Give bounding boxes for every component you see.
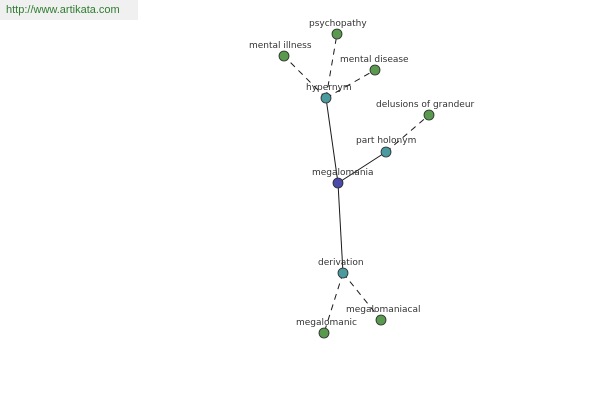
node-label-psychopathy: psychopathy	[309, 19, 367, 29]
node-megalomania[interactable]	[332, 177, 344, 189]
node-part-holonym[interactable]	[380, 146, 392, 158]
node-label-megalomanic: megalomanic	[296, 318, 357, 328]
edge-megalomania-to-derivation	[337, 182, 344, 274]
watermark-url: http://www.artikata.com	[0, 0, 138, 20]
node-label-mental-disease: mental disease	[340, 55, 409, 65]
edge-megalomania-to-part-holonym	[337, 151, 387, 184]
node-megalomaniacal[interactable]	[375, 314, 387, 326]
nodes-layer	[278, 28, 435, 339]
node-label-mental-illness: mental illness	[249, 41, 312, 51]
node-psychopathy[interactable]	[331, 28, 343, 40]
edge-part-holonym-to-delusions-of-grandeur	[385, 114, 430, 153]
node-label-hypernym: hypernym	[306, 83, 352, 93]
labels-layer: megalomania hypernym part holonym derivatio…	[249, 19, 475, 328]
node-label-delusions-of-grandeur: delusions of grandeur	[376, 100, 475, 110]
edge-megalomania-to-hypernym	[325, 97, 339, 184]
node-mental-disease[interactable]	[369, 64, 381, 76]
node-megalomanic[interactable]	[318, 327, 330, 339]
node-label-megalomania: megalomania	[312, 168, 374, 178]
node-derivation[interactable]	[337, 267, 349, 279]
node-hypernym[interactable]	[320, 92, 332, 104]
edge-hypernym-to-mental-illness	[283, 55, 327, 99]
node-delusions-of-grandeur[interactable]	[423, 109, 435, 121]
edges-layer	[283, 33, 430, 334]
node-mental-illness[interactable]	[278, 50, 290, 62]
edge-hypernym-to-mental-disease	[325, 69, 376, 99]
node-label-part-holonym: part holonym	[356, 136, 416, 146]
node-label-derivation: derivation	[318, 258, 364, 268]
node-label-megalomaniacal: megalomaniacal	[346, 305, 421, 315]
